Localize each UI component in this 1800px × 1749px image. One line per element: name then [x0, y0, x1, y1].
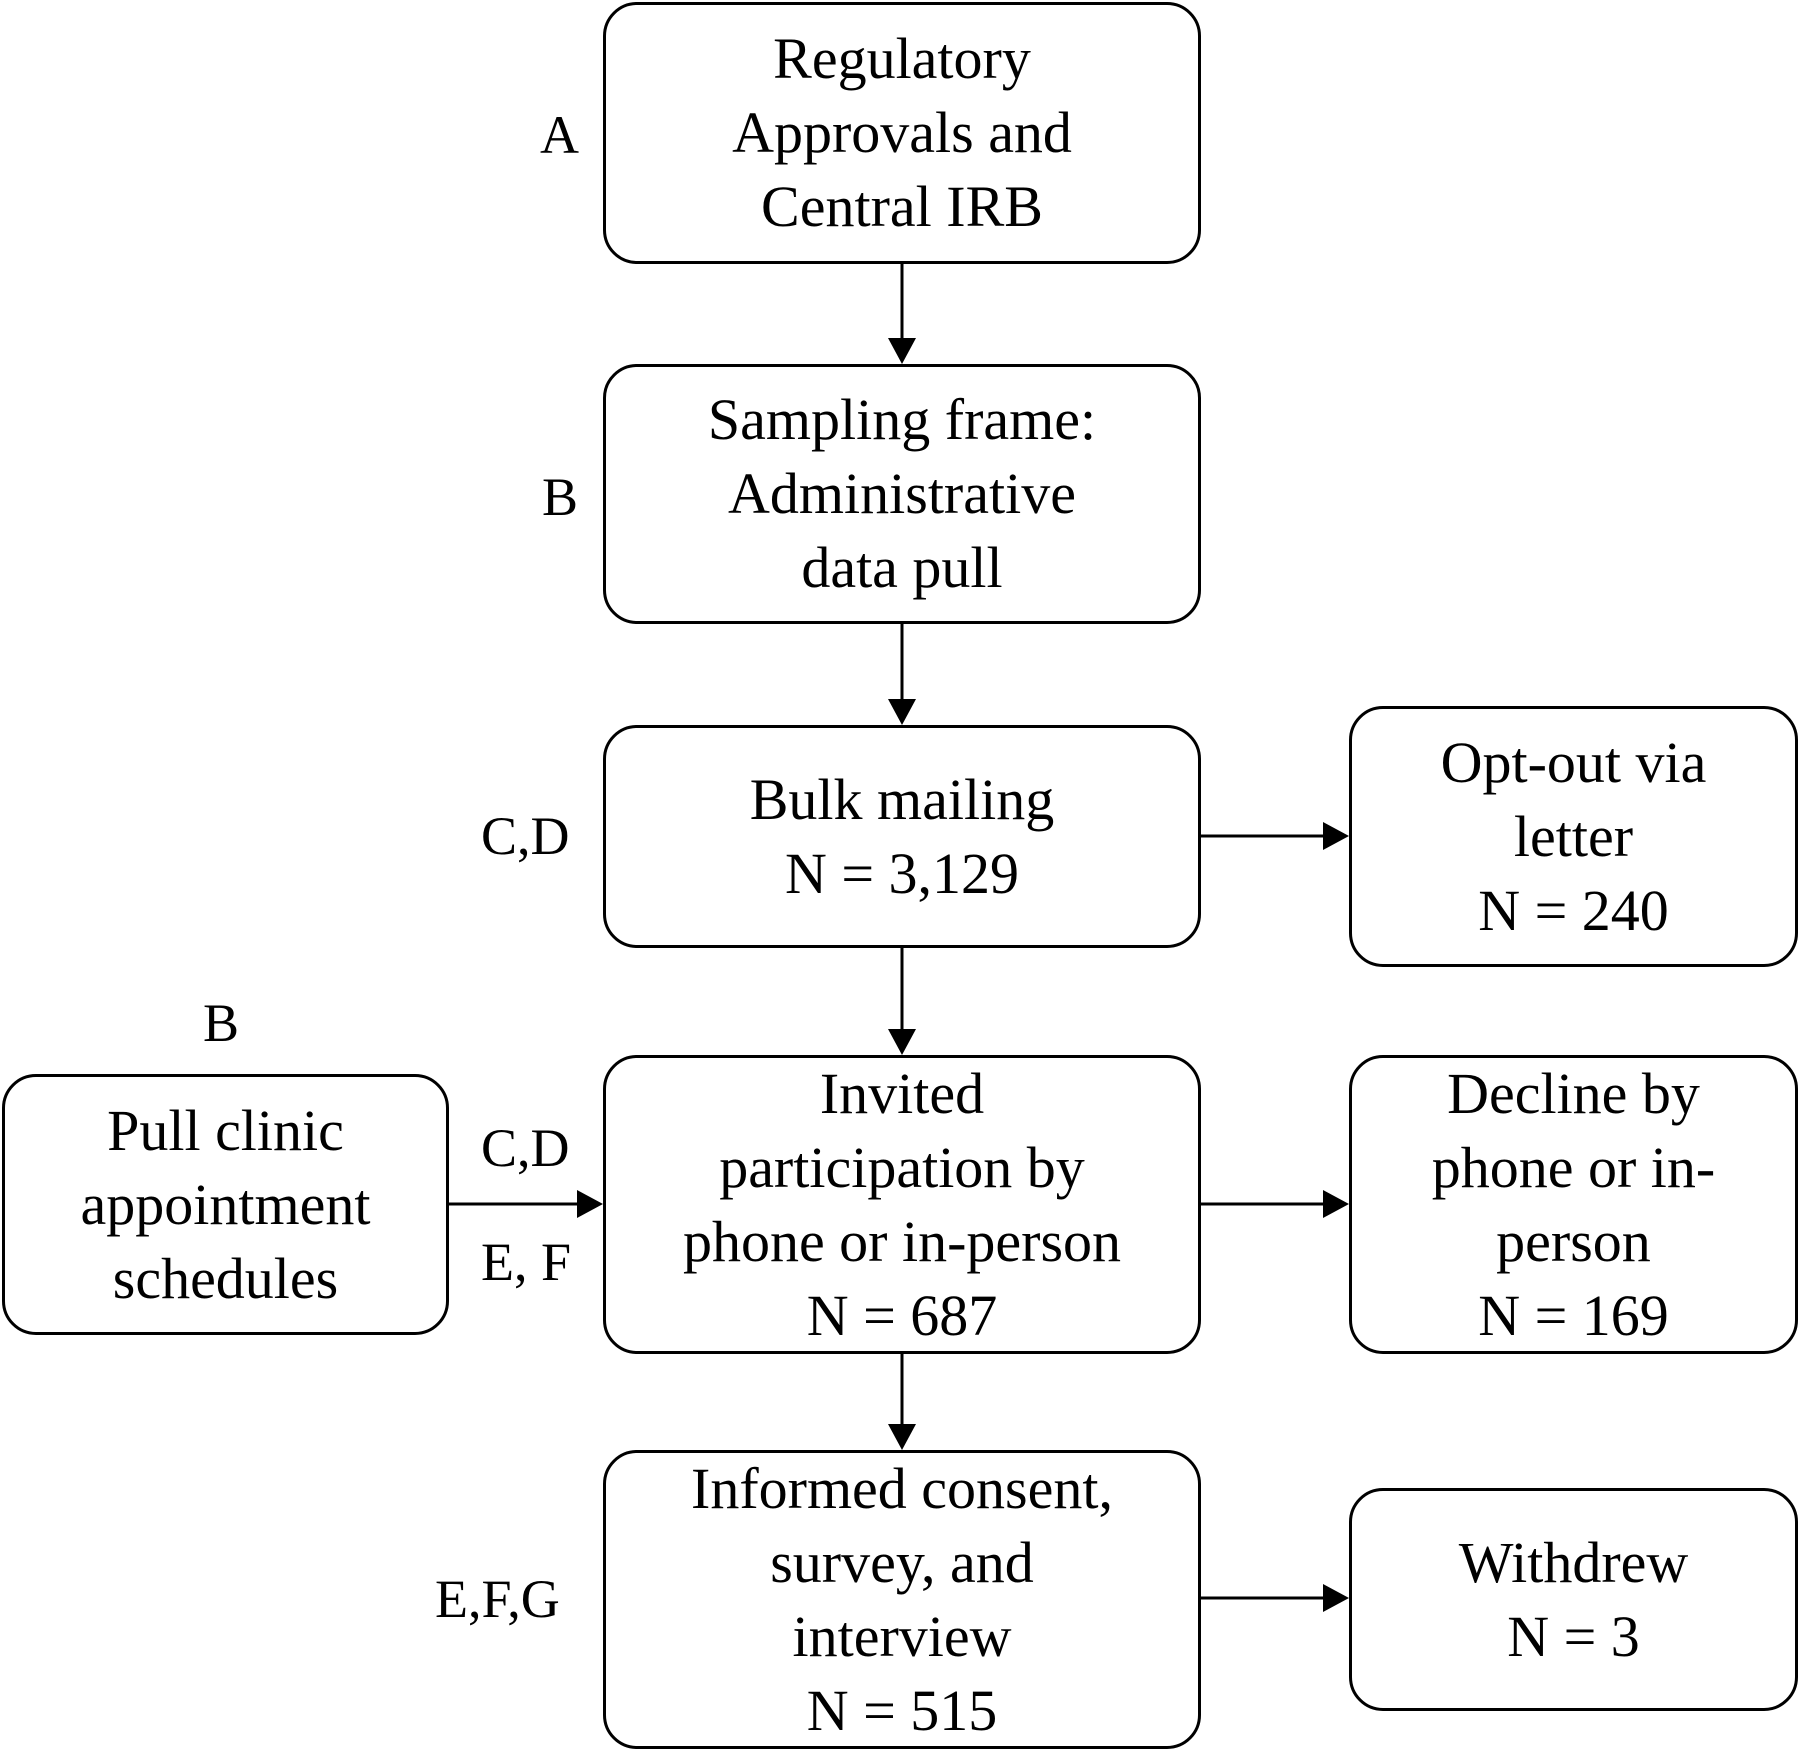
informed-consent-box: Informed consent, survey, and interview …: [603, 1450, 1201, 1749]
box-line: Administrative: [728, 461, 1076, 526]
step-label-pull: B: [203, 993, 240, 1053]
box-line: phone or in-person: [682, 1208, 1122, 1274]
box-line: Decline by: [1447, 1060, 1700, 1126]
box-line: Opt-out via: [1440, 729, 1707, 795]
box-line: person: [1496, 1208, 1651, 1274]
box-count: N = 169: [1478, 1282, 1669, 1348]
box-count: N = 515: [806, 1677, 998, 1743]
decline-box: Decline by phone or in- person N = 169: [1349, 1055, 1798, 1354]
opt-out-box: Opt-out via letter N = 240: [1349, 706, 1798, 967]
box-line: Regulatory: [773, 26, 1031, 91]
sampling-frame-box: Sampling frame: Administrative data pull: [603, 364, 1201, 624]
box-line: data pull: [801, 535, 1003, 600]
arrow-consent-to-withdrew: [1201, 1584, 1349, 1612]
withdrew-box: Withdrew N = 3: [1349, 1488, 1798, 1711]
step-label-consent: E,F,G: [435, 1569, 560, 1629]
box-line: Pull clinic: [107, 1097, 344, 1163]
box-line: Bulk mailing: [749, 766, 1055, 832]
arrow-invited-to-decline: [1201, 1190, 1349, 1218]
box-line: Withdrew: [1458, 1529, 1689, 1595]
box-line: letter: [1513, 803, 1634, 869]
arrow-label-bottom: E, F: [481, 1232, 572, 1292]
arrow-mailing-to-invited: [888, 948, 916, 1055]
box-line: Approvals and: [732, 100, 1072, 165]
invited-participation-box: Invited participation by phone or in-per…: [603, 1055, 1201, 1354]
bulk-mailing-box: Bulk mailing N = 3,129: [603, 725, 1201, 948]
arrow-invited-to-consent: [888, 1354, 916, 1450]
box-line: participation by: [719, 1134, 1085, 1200]
arrow-sampling-to-mailing: [888, 624, 916, 725]
box-line: interview: [792, 1603, 1012, 1669]
arrow-pull-to-invited: [449, 1190, 603, 1218]
approvals-box: Regulatory Approvals and Central IRB: [603, 2, 1201, 264]
box-line: phone or in-: [1431, 1134, 1716, 1200]
step-label-approvals: A: [540, 105, 579, 165]
box-line: Informed consent,: [691, 1455, 1113, 1521]
box-line: appointment: [80, 1171, 371, 1237]
pull-clinic-schedules-box: Pull clinic appointment schedules: [2, 1074, 449, 1335]
box-count: N = 240: [1478, 877, 1669, 943]
box-count: N = 687: [806, 1282, 998, 1348]
box-line: survey, and: [770, 1529, 1034, 1595]
box-count: N = 3: [1507, 1603, 1640, 1669]
step-label-sampling: B: [542, 467, 579, 527]
arrow-approvals-to-sampling: [888, 264, 916, 364]
box-line: schedules: [112, 1245, 339, 1311]
box-line: Invited: [819, 1060, 985, 1126]
box-count: N = 3,129: [784, 840, 1020, 906]
step-label-mailing: C,D: [481, 806, 570, 866]
box-line: Sampling frame:: [707, 387, 1097, 452]
box-line: Central IRB: [761, 174, 1043, 239]
arrow-mailing-to-optout: [1201, 822, 1349, 850]
arrow-label-top: C,D: [481, 1118, 570, 1178]
